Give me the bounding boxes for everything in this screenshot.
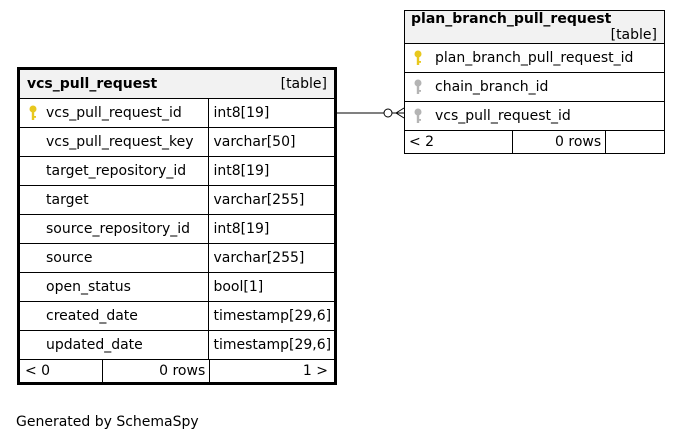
table-row[interactable]: target varchar[255]	[18, 185, 336, 215]
table-kind-label: [table]	[610, 27, 657, 43]
table-name[interactable]: plan_branch_pull_request	[411, 11, 612, 27]
foreign-key-icon	[414, 79, 422, 94]
table-row[interactable]: source varchar[255]	[18, 243, 336, 273]
parents-link[interactable]: < 2	[409, 134, 435, 150]
parents-link[interactable]: < 0	[25, 363, 51, 379]
fk-relationship-edge	[337, 107, 405, 119]
column-cell: chain_branch_id	[404, 72, 665, 102]
column-type: int8[19]	[208, 98, 336, 128]
table-name[interactable]: vcs_pull_request	[18, 68, 209, 99]
table-row[interactable]: vcs_pull_request_id int8[19]	[18, 98, 336, 128]
zero-optional-marker	[383, 108, 393, 118]
column-cell: plan_branch_pull_request_id	[404, 43, 665, 73]
column-name: target	[18, 185, 209, 215]
column-name: vcs_pull_request_id	[435, 108, 571, 124]
table-header: vcs_pull_request [table]	[18, 68, 336, 99]
table-row[interactable]: vcs_pull_request_id	[404, 101, 665, 131]
column-name: chain_branch_id	[435, 79, 549, 95]
column-type: varchar[50]	[208, 127, 336, 157]
column-name: plan_branch_pull_request_id	[435, 50, 634, 66]
column-name: source	[18, 243, 209, 273]
foreign-key-icon	[414, 108, 422, 123]
column-name: vcs_pull_request_id	[46, 105, 182, 121]
table-row[interactable]: plan_branch_pull_request_id	[404, 43, 665, 73]
column-type: bool[1]	[208, 272, 336, 302]
column-type: int8[19]	[208, 214, 336, 244]
table-footer: < 0 0 rows 1 >	[18, 359, 336, 384]
column-type: timestamp[29,6]	[208, 301, 336, 331]
children-link[interactable]: 1 >	[209, 360, 334, 382]
column-type: varchar[255]	[208, 243, 336, 273]
column-name: target_repository_id	[18, 156, 209, 186]
column-cell: vcs_pull_request_id	[18, 98, 209, 128]
table-row[interactable]: open_status bool[1]	[18, 272, 336, 302]
column-type: int8[19]	[208, 156, 336, 186]
column-name: source_repository_id	[18, 214, 209, 244]
column-cell: vcs_pull_request_id	[404, 101, 665, 131]
table-row[interactable]: updated_date timestamp[29,6]	[18, 330, 336, 360]
table-plan-branch-pull-request[interactable]: plan_branch_pull_request [table] plan_br…	[404, 10, 665, 154]
primary-key-icon	[29, 105, 37, 120]
table-kind-label: [table]	[208, 68, 336, 99]
row-count: 0 rows	[511, 131, 606, 153]
column-type: varchar[255]	[208, 185, 336, 215]
crowfoot-many-marker	[395, 107, 405, 114]
row-count: 0 rows	[101, 360, 210, 382]
column-name: open_status	[18, 272, 209, 302]
table-row[interactable]: vcs_pull_request_key varchar[50]	[18, 127, 336, 157]
table-row[interactable]: created_date timestamp[29,6]	[18, 301, 336, 331]
generated-by-credit: Generated by SchemaSpy	[16, 414, 199, 430]
primary-key-icon	[414, 50, 422, 65]
table-row[interactable]: target_repository_id int8[19]	[18, 156, 336, 186]
column-type: timestamp[29,6]	[208, 330, 336, 360]
column-name: vcs_pull_request_key	[18, 127, 209, 157]
table-vcs-pull-request[interactable]: vcs_pull_request [table] vcs_pull_reques…	[17, 67, 337, 385]
table-header: plan_branch_pull_request [table]	[404, 10, 665, 44]
children-link[interactable]	[605, 131, 664, 153]
column-name: updated_date	[18, 330, 209, 360]
column-name: created_date	[18, 301, 209, 331]
table-row[interactable]: chain_branch_id	[404, 72, 665, 102]
table-footer: < 2 0 rows	[404, 130, 665, 154]
table-row[interactable]: source_repository_id int8[19]	[18, 214, 336, 244]
